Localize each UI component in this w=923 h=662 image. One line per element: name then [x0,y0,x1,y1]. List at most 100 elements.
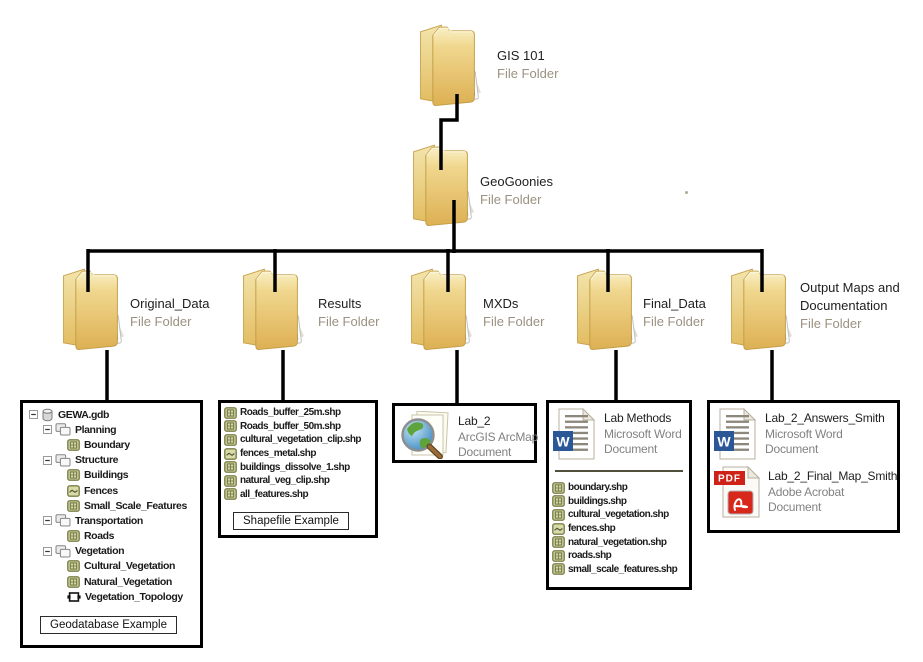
document-text: Lab Methods Microsoft Word Document [604,408,682,458]
polygon-feature-icon [552,495,565,508]
expander-minus-icon [43,546,52,556]
tree-item-label: Structure [75,454,119,467]
polygon-feature-icon [67,499,80,512]
tree-item-label: GEWA.gdb [58,408,110,421]
document-type: Microsoft Word [765,426,843,441]
caption-geogoonies: GeoGoonies File Folder [480,173,553,209]
file-row: fences_metal.shp [224,447,375,461]
folder-label: Results [318,296,362,311]
polygon-feature-icon [552,549,565,562]
shapefile-caption-box: Shapefile Example [233,512,349,531]
expander-minus-icon [29,410,38,420]
line-feature-icon [552,522,565,535]
tree-row: Cultural_Vegetation [27,559,198,574]
polygon-feature-icon [224,488,237,501]
document-title: Lab_2 [458,414,491,428]
folder-label: Original_Data [130,296,210,311]
folder-sublabel: File Folder [643,314,705,329]
document-title: Lab Methods [604,411,672,425]
feature-dataset-icon [55,423,71,436]
tree-item-label: Vegetation_Topology [85,590,183,603]
file-name: roads.shp [568,550,612,562]
document-title: Lab_2_Final_Map_Smith [768,469,898,483]
folder-icon [56,268,124,354]
word-document-icon: W [553,408,597,461]
folder-sublabel: File Folder [130,314,192,329]
document-type: Document [604,442,658,456]
expander-minus-icon [43,455,52,465]
document-row: Lab_2 ArcGIS ArcMap Document [399,411,538,461]
file-name: fences_metal.shp [240,448,316,460]
topology-icon [67,591,81,603]
document-text: Lab_2 ArcGIS ArcMap Document [458,411,538,461]
polygon-feature-icon [224,420,237,433]
folder-final-data [570,262,638,350]
polygon-feature-icon [224,474,237,487]
polygon-feature-icon [67,469,80,482]
geodatabase-caption-box: Geodatabase Example [40,616,177,635]
folder-icon [236,268,304,354]
feature-dataset-icon [55,514,71,527]
svg-text:W: W [556,434,570,450]
divider [555,470,683,472]
file-row: natural_veg_clip.shp [224,474,375,488]
folder-icon [406,144,474,230]
document-type: Document [458,445,512,459]
caption-label: Shapefile Example [243,515,339,528]
file-name: boundary.shp [568,482,628,494]
file-row: cultural_vegetation.shp [552,508,689,522]
folder-output-maps [724,262,792,350]
tree-item-label: Transportation [75,514,143,527]
tree-row: Transportation [27,513,198,528]
file-name: natural_vegetation.shp [568,536,667,548]
mxds-box: Lab_2 ArcGIS ArcMap Document [392,403,538,463]
file-row: roads.shp [552,549,689,563]
folder-gis101 [413,18,481,106]
folder-label: Final_Data [643,296,706,311]
document-type: Adobe Acrobat [768,484,845,499]
polygon-feature-icon [552,563,565,576]
folder-label: MXDs [483,296,519,311]
caption-final-data: Final_Data File Folder [643,295,706,331]
tree-row: Small_Scale_Features [27,498,198,513]
pdf-document-icon: PDF [714,466,761,519]
folder-icon [570,268,638,354]
file-name: cultural_vegetation_clip.shp [240,434,362,446]
polygon-feature-icon [552,509,565,521]
expander-minus-icon [43,516,52,526]
expander-minus-icon [43,425,52,435]
file-name: small_scale_features.shp [568,563,678,575]
document-type: ArcGIS ArcMap [458,429,539,444]
folder-sublabel: File Folder [318,314,380,329]
file-name: Roads_buffer_25m.shp [240,407,341,419]
file-row: boundary.shp [552,481,689,495]
document-type: Document [768,500,822,514]
tree-row: Vegetation [27,544,198,559]
file-row: Roads_buffer_25m.shp [224,406,375,420]
document-type: Document [765,442,819,456]
polygon-feature-icon [224,406,237,419]
caption-label: Geodatabase Example [50,619,167,632]
tree-row: Vegetation_Topology [27,589,198,604]
folder-label: Output Maps and Documentation [800,280,900,313]
tree-item-label: Buildings [84,469,129,482]
svg-text:W: W [717,434,731,450]
folder-icon [413,24,481,110]
feature-dataset-icon [55,453,71,467]
folder-geogoonies [406,138,474,226]
tree-row: Structure [27,453,198,468]
file-name: Roads_buffer_50m.shp [240,420,341,432]
polygon-feature-icon [552,536,565,549]
feature-dataset-icon [55,545,71,558]
document-row: W Lab Methods Microsoft Word Document [553,408,686,461]
file-name: all_features.shp [240,488,309,500]
line-feature-icon [224,447,237,460]
polygon-feature-icon [552,481,565,494]
